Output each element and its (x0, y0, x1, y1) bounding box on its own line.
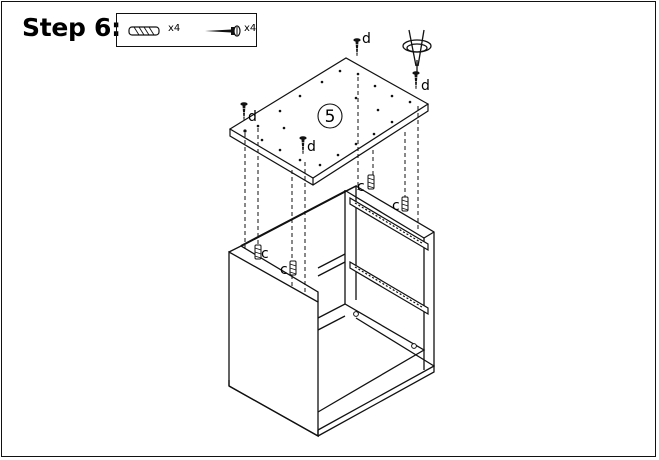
screw-label-4: d (307, 139, 316, 155)
panel-number-callout: 5 (317, 103, 343, 129)
dowel-1 (367, 174, 375, 190)
screwdriver-icon (402, 29, 432, 74)
dowel-label-2: c (392, 198, 400, 214)
screw-quantity: x4 (244, 23, 257, 34)
screw-label-3: d (248, 109, 257, 125)
screw-label-1: d (362, 31, 371, 47)
dowel-label-3: c (261, 246, 269, 262)
dowel-2 (401, 196, 409, 212)
step-title: Step 6: (22, 13, 121, 42)
dowel-label-1: c (357, 179, 365, 195)
drawer-slide-lower (349, 260, 429, 316)
cabinet-carcass (228, 184, 435, 438)
side-hole-1 (353, 311, 359, 317)
drawer-slide-upper (349, 196, 429, 252)
panel-number: 5 (325, 107, 336, 127)
screw-label-2: d (421, 78, 430, 94)
parts-list-box: x4 x4 (116, 13, 257, 47)
wooden-dowel-icon (128, 26, 160, 36)
dowel-label-4: c (280, 262, 288, 278)
dowel-4 (289, 260, 297, 276)
side-hole-2 (411, 343, 417, 349)
panel-holes (243, 69, 412, 167)
screw-icon (205, 25, 241, 37)
dowel-quantity: x4 (168, 23, 181, 34)
screw-3 (240, 101, 248, 121)
screw-2 (412, 70, 420, 90)
screw-1 (353, 37, 361, 57)
